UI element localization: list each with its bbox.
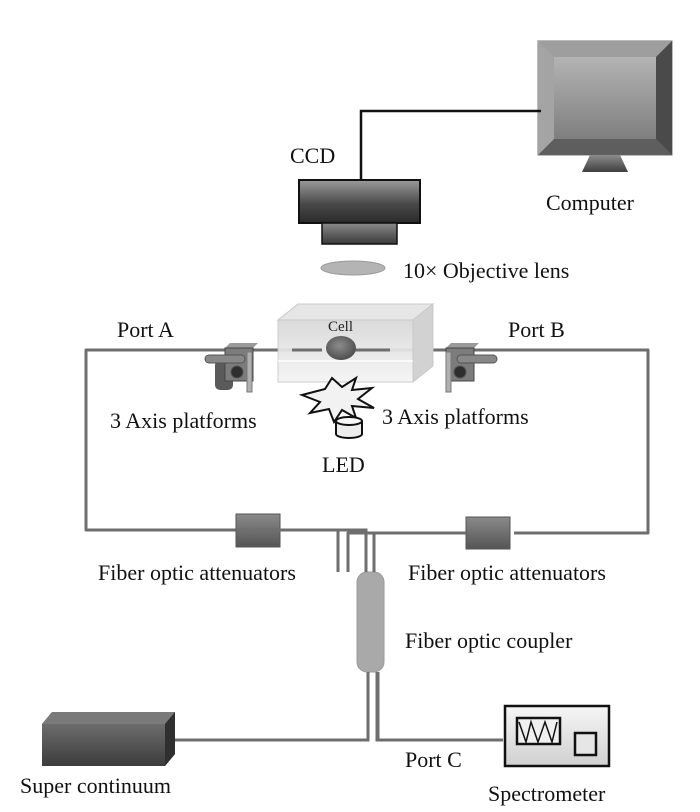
led-icon: [335, 416, 363, 439]
led-label: LED: [322, 452, 365, 477]
ccd-label: CCD: [290, 143, 335, 168]
port-c-label: Port C: [405, 747, 462, 772]
fiber-coupler-bottom-right: [375, 672, 503, 742]
cell-body-icon: [326, 336, 356, 360]
computer-monitor-icon: [537, 40, 673, 172]
computer-label: Computer: [546, 190, 635, 215]
spectrometer-icon: [503, 704, 611, 768]
fiber-coupler-top-right: [372, 531, 466, 572]
super-continuum-label: Super continuum: [20, 773, 171, 798]
port-b-label: Port B: [508, 317, 565, 342]
fiber-coupler-icon: [356, 571, 385, 673]
fiber-to-spectrometer: [376, 672, 503, 742]
right-attenuator-icon: [465, 516, 511, 550]
coupler-label: Fiber optic coupler: [405, 628, 573, 653]
objective-lens-label: 10× Objective lens: [403, 258, 569, 283]
super-continuum-source-icon: [42, 712, 175, 766]
platform-left-label: 3 Axis platforms: [110, 408, 257, 433]
fiber-port-b: [355, 348, 650, 535]
ccd-camera-icon: [298, 179, 421, 245]
fiber-to-super-continuum: [171, 672, 370, 742]
fiber-coupler-bottom-left: [175, 672, 370, 742]
cell-chamber-icon: [276, 302, 435, 384]
fiber-coupler-top-left: [236, 528, 368, 572]
platform-right-label: 3 Axis platforms: [382, 404, 529, 429]
attenuator-left-label: Fiber optic attenuators: [98, 560, 296, 585]
attenuator-right-label: Fiber optic attenuators: [408, 560, 606, 585]
objective-lens-icon: [320, 260, 386, 276]
cell-label: Cell: [328, 319, 353, 335]
left-stage-icon: [204, 343, 258, 393]
spectrometer-label: Spectrometer: [488, 781, 606, 806]
port-a-label: Port A: [117, 317, 174, 342]
right-stage-icon: [445, 343, 498, 393]
ccd-computer-cable: [359, 109, 541, 180]
led-flash-icon: [298, 375, 376, 425]
fiber-port-a: [84, 348, 292, 532]
